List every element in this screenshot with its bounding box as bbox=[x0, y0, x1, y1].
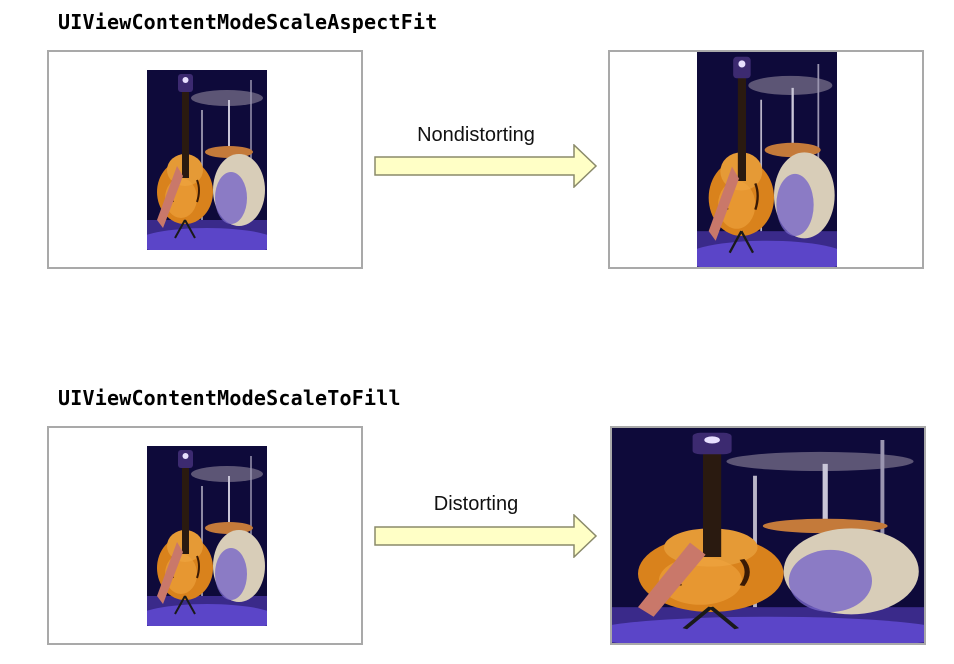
heading-aspect-fit: UIViewContentModeScaleAspectFit bbox=[58, 10, 438, 34]
guitar-stage-photo-fitted bbox=[697, 52, 837, 267]
arrow-label-nondistorting: Nondistorting bbox=[417, 124, 535, 146]
heading-scale-to-fill: UIViewContentModeScaleToFill bbox=[58, 386, 401, 410]
result-frame-scale-to-fill bbox=[610, 426, 926, 645]
guitar-stage-photo-stretched bbox=[612, 428, 924, 643]
guitar-stage-photo bbox=[147, 70, 267, 250]
guitar-stage-photo bbox=[147, 446, 267, 626]
right-arrow-icon bbox=[374, 514, 598, 558]
result-frame-aspect-fit bbox=[608, 50, 924, 269]
source-frame-aspect-fit bbox=[47, 50, 363, 269]
source-frame-scale-to-fill bbox=[47, 426, 363, 645]
arrow-label-distorting: Distorting bbox=[433, 493, 519, 515]
right-arrow-icon bbox=[374, 144, 598, 188]
